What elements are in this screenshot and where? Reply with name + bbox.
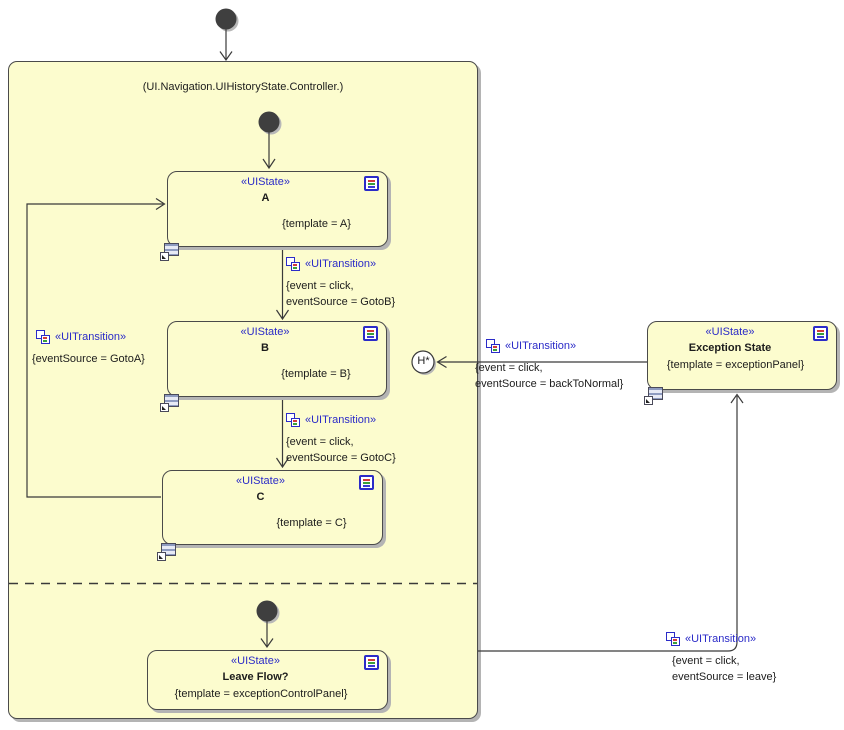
transition-icon	[36, 330, 50, 344]
state-c-name: C	[256, 491, 265, 503]
state-a-name: A	[261, 192, 270, 204]
state-exception-stereotype: «UIState»	[705, 326, 755, 338]
state-exception-template: {template = exceptionPanel}	[666, 359, 805, 371]
transition-constraint: {eventSource = GotoA}	[32, 353, 145, 365]
label-transition-c-to-a[interactable]: «UITransition» {eventSource = GotoA}	[32, 328, 145, 367]
state-list-icon	[359, 475, 374, 490]
deep-history-node[interactable]	[411, 350, 436, 375]
state-list-icon	[364, 655, 379, 670]
state-a[interactable]: «UIState» A {template = A}	[167, 171, 388, 247]
label-transition-a-to-b[interactable]: «UITransition» {event = click, eventSour…	[286, 255, 395, 310]
state-leave-stereotype: «UIState»	[231, 655, 280, 667]
transition-initial-to-a[interactable]	[262, 132, 276, 170]
submachine-icon	[644, 387, 664, 406]
state-list-icon	[364, 176, 379, 191]
transition-constraint: {event = click,	[672, 655, 740, 667]
transition-stereotype: «UITransition»	[305, 258, 377, 270]
initial-node-top[interactable]	[215, 8, 239, 32]
transition-stereotype: «UITransition»	[685, 633, 757, 645]
transition-constraint: eventSource = GotoB}	[286, 296, 396, 308]
transition-icon	[286, 257, 300, 271]
transition-constraint: eventSource = GotoC}	[286, 452, 396, 464]
transition-controller-to-exception[interactable]	[478, 393, 744, 652]
transition-b-to-c[interactable]	[276, 397, 289, 469]
submachine-icon	[160, 394, 180, 413]
label-transition-controller-to-exception[interactable]: «UITransition» {event = click, eventSour…	[666, 630, 776, 685]
transition-constraint: {event = click,	[286, 280, 354, 292]
transition-constraint: {event = click,	[286, 436, 354, 448]
state-a-template: {template = A}	[282, 218, 351, 230]
transition-initial-to-leave-flow[interactable]	[260, 621, 274, 649]
transition-constraint: eventSource = leave}	[672, 671, 777, 683]
state-b-name: B	[261, 342, 269, 354]
transition-constraint: {event = click,	[475, 362, 543, 374]
label-transition-exception-to-history[interactable]: «UITransition» {event = click, eventSour…	[475, 337, 623, 392]
state-list-icon	[813, 326, 828, 341]
state-a-stereotype: «UIState»	[241, 176, 290, 188]
initial-node-leave-region[interactable]	[256, 600, 280, 624]
state-list-icon	[363, 326, 378, 341]
transition-stereotype: «UITransition»	[505, 340, 577, 352]
transition-stereotype: «UITransition»	[55, 331, 127, 343]
state-exception[interactable]: «UIState» Exception State {template = ex…	[647, 321, 837, 390]
transition-stereotype: «UITransition»	[305, 414, 377, 426]
state-leave-name: Leave Flow?	[222, 671, 289, 683]
transition-a-to-b[interactable]	[276, 247, 289, 321]
submachine-icon	[160, 243, 180, 262]
transition-icon	[286, 413, 300, 427]
transition-icon	[486, 339, 500, 353]
state-exception-name: Exception State	[688, 342, 772, 354]
state-b-stereotype: «UIState»	[240, 326, 290, 338]
state-leave-template: {template = exceptionControlPanel}	[174, 688, 348, 700]
state-c-template: {template = C}	[276, 517, 347, 529]
state-b[interactable]: «UIState» B {template = B}	[167, 321, 387, 397]
state-b-template: {template = B}	[281, 368, 351, 380]
submachine-icon	[157, 543, 177, 562]
transition-exception-to-history[interactable]	[436, 355, 648, 369]
controller-title: (UI.Navigation.UIHistoryState.Controller…	[142, 81, 344, 93]
transition-icon	[666, 632, 680, 646]
transition-constraint: eventSource = backToNormal}	[475, 378, 624, 390]
initial-node-main-region[interactable]	[258, 111, 282, 135]
state-c-stereotype: «UIState»	[236, 475, 285, 487]
state-leave-flow[interactable]: «UIState» Leave Flow? {template = except…	[147, 650, 388, 710]
transition-initial-to-controller[interactable]	[219, 29, 233, 62]
transition-c-to-a[interactable]	[26, 197, 166, 498]
deep-history-label: H*	[417, 355, 430, 367]
label-transition-b-to-c[interactable]: «UITransition» {event = click, eventSour…	[286, 411, 396, 466]
state-c[interactable]: «UIState» C {template = C}	[162, 470, 383, 545]
